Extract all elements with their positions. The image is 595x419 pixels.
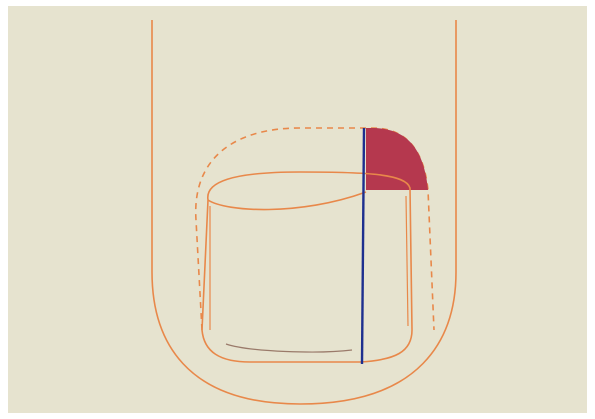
toenail-diagram	[0, 0, 595, 419]
diagram-figure	[0, 0, 595, 419]
